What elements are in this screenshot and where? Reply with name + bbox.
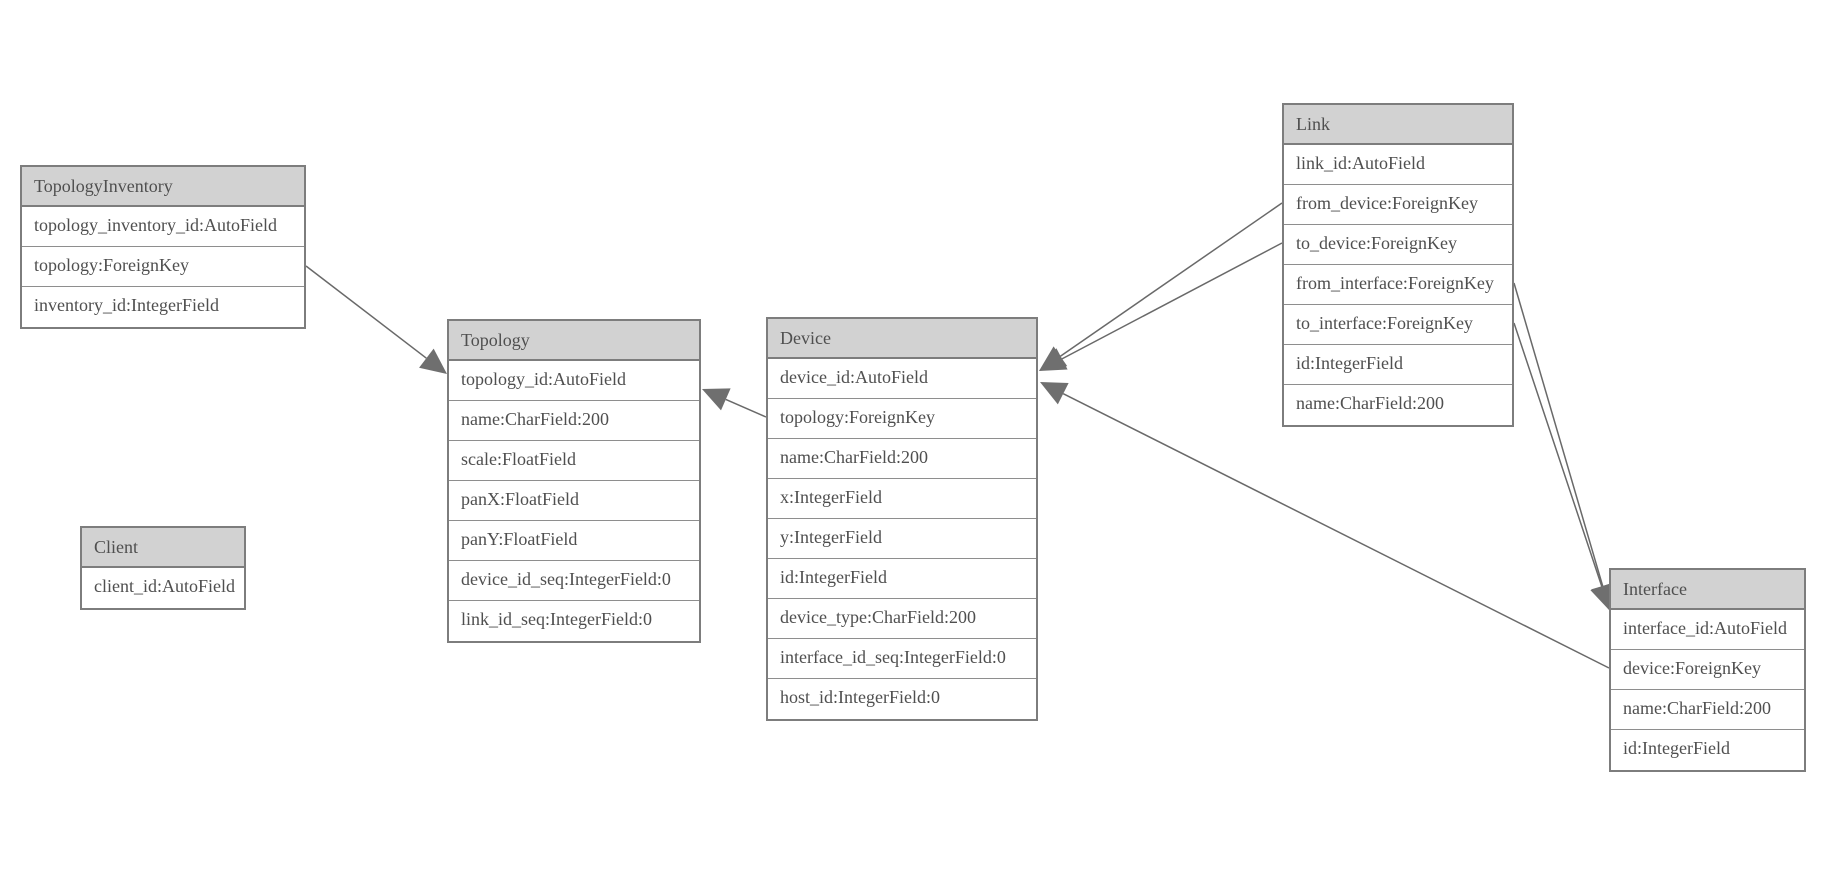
entity-field: device_type:CharField:200 [768,599,1036,639]
entity-title: Interface [1611,570,1804,610]
entity-field: client_id:AutoField [82,568,244,608]
entity-field: link_id:AutoField [1284,145,1512,185]
relation-arrowhead-interface-device [1040,382,1069,405]
relation-line-device-topology [725,398,767,418]
entity-field: device_id_seq:IntegerField:0 [449,561,699,601]
entity-field: from_interface:ForeignKey [1284,265,1512,305]
entity-field: x:IntegerField [768,479,1036,519]
entity-title: Link [1284,105,1512,145]
relation-arrowhead-device-topology [702,388,731,411]
entity-field: y:IntegerField [768,519,1036,559]
entity-field: name:CharField:200 [449,401,699,441]
entity-field: scale:FloatField [449,441,699,481]
entity-field: id:IntegerField [1611,730,1804,770]
entity-field: to_device:ForeignKey [1284,225,1512,265]
entity-field: panX:FloatField [449,481,699,521]
entity-field: name:CharField:200 [1284,385,1512,425]
relation-line-topologyinventory-topology [305,265,427,359]
entity-field: device:ForeignKey [1611,650,1804,690]
entity-field: topology_inventory_id:AutoField [22,207,304,247]
entity-field: device_id:AutoField [768,359,1036,399]
entity-field: panY:FloatField [449,521,699,561]
entity-field: link_id_seq:IntegerField:0 [449,601,699,641]
relation-line-link-to-device-device [1061,242,1283,360]
entity-field: host_id:IntegerField:0 [768,679,1036,719]
relation-arrowhead-link-to-device-device [1039,348,1068,371]
entity-field: to_interface:ForeignKey [1284,305,1512,345]
relation-line-interface-device [1062,393,1610,669]
entity-field: topology:ForeignKey [768,399,1036,439]
entity-title: Topology [449,321,699,361]
relation-line-link-from-interface-interface [1513,282,1604,587]
entity-field: from_device:ForeignKey [1284,185,1512,225]
entity-field: inventory_id:IntegerField [22,287,304,327]
relation-arrowhead-topologyinventory-topology [419,348,447,374]
entity-field: topology_id:AutoField [449,361,699,401]
entity-field: name:CharField:200 [1611,690,1804,730]
entity-title: Client [82,528,244,568]
entity-field: name:CharField:200 [768,439,1036,479]
entity-title: Device [768,319,1036,359]
entity-field: interface_id:AutoField [1611,610,1804,650]
relation-line-link-to-interface-interface [1513,322,1603,587]
entity-field: interface_id_seq:IntegerField:0 [768,639,1036,679]
entity-field: id:IntegerField [1284,345,1512,385]
relation-arrowhead-link-to-interface-interface [1590,582,1614,611]
entity-field: topology:ForeignKey [22,247,304,287]
relation-line-link-from-device-device [1059,202,1283,357]
entity-title: TopologyInventory [22,167,304,207]
entity-field: id:IntegerField [768,559,1036,599]
